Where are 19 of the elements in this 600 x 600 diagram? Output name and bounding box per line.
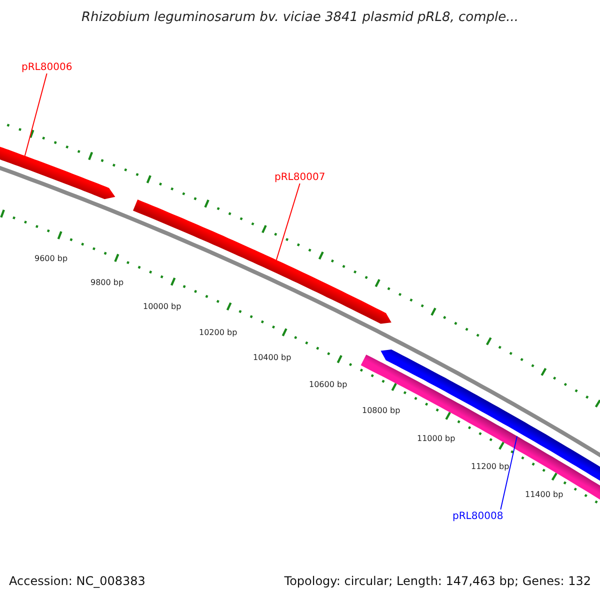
scale-label: 10600 bp [309, 380, 348, 388]
accession-text: Accession: NC_008383 [9, 574, 146, 588]
scale-label: 10400 bp [253, 352, 292, 362]
scale-label: 11200 bp [471, 462, 510, 470]
title: Rhizobium leguminosarum bv. viciae 3841 plasmid pRL8, comple... [80, 10, 520, 25]
genome-info-text: Topology: circular; Length: 147,463 bp; Genes: 132 [284, 574, 591, 588]
gene-label: pRL80008 [452, 510, 504, 522]
scale-label: 11000 bp [417, 434, 456, 442]
scale-label: 11400 bp [525, 490, 564, 498]
scale-label: 9600 bp [34, 254, 68, 262]
gene-label: pRL80006 [22, 62, 72, 72]
scale-label: 9800 bp [90, 278, 124, 286]
gene-label: pRL80007 [274, 172, 326, 182]
leader-line [24, 73, 48, 156]
leader-line [276, 183, 300, 260]
gene-feature [133, 200, 392, 324]
scale-label: 10000 bp [143, 302, 182, 310]
leader-line [500, 436, 518, 510]
scale-label: 10800 bp [362, 406, 400, 414]
